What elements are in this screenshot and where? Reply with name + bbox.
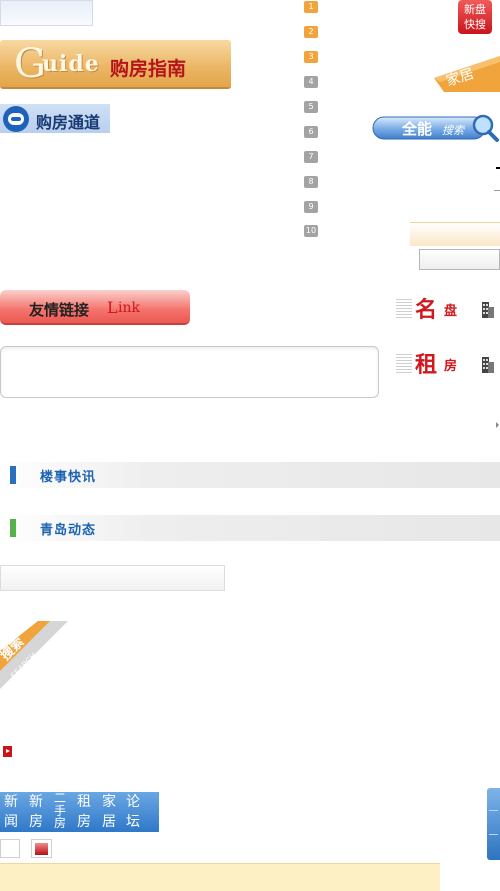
rank-badge: 6 bbox=[304, 126, 318, 138]
guide-word: uide bbox=[42, 51, 100, 77]
rank-badge: 4 bbox=[304, 76, 318, 88]
guide-big-letter: G bbox=[14, 41, 46, 87]
rank-badge: 2 bbox=[304, 26, 318, 38]
right-marker bbox=[496, 167, 500, 169]
dots-decoration bbox=[396, 353, 412, 373]
building-icon bbox=[482, 357, 494, 373]
link-word: ink bbox=[118, 300, 140, 316]
all-search-sub-label: 搜索 bbox=[442, 124, 466, 137]
section-property-news: 楼事快讯 bbox=[0, 462, 500, 488]
bottom-nav: 新 闻 新 房 二 手 房 租 房 家 居 论 坛 bbox=[0, 791, 159, 832]
buy-channel-header: 购房通道 bbox=[0, 104, 110, 133]
side-tab-strip[interactable] bbox=[487, 788, 500, 860]
guide-title: 购房指南 bbox=[110, 58, 187, 80]
footer-bar bbox=[0, 863, 440, 891]
home-furnishing-tag[interactable]: 家居 bbox=[434, 56, 500, 92]
nav-forum[interactable]: 论 坛 bbox=[126, 794, 140, 830]
friend-links-title: 友情链接 bbox=[29, 301, 90, 319]
all-search-button[interactable]: 全能 搜索 bbox=[372, 113, 500, 143]
friend-links-banner: 友情链接 L ink bbox=[0, 290, 190, 325]
rank-badge: 1 bbox=[304, 1, 318, 13]
all-search-main-label: 全能 bbox=[401, 120, 432, 138]
checkbox[interactable] bbox=[0, 839, 20, 858]
nav-home[interactable]: 家 居 bbox=[102, 794, 116, 830]
nav-news[interactable]: 新 闻 bbox=[4, 794, 18, 830]
rank-badge: 5 bbox=[304, 101, 318, 113]
nav-new-homes[interactable]: 新 房 bbox=[29, 794, 43, 830]
magnifier-icon bbox=[472, 114, 494, 136]
nav-rental[interactable]: 租 房 bbox=[77, 794, 91, 830]
buy-channel-title: 购房通道 bbox=[36, 113, 101, 132]
section-title[interactable]: 楼事快讯 bbox=[40, 470, 97, 485]
rank-badge: 3 bbox=[304, 51, 318, 63]
rank-badge: 7 bbox=[304, 151, 318, 163]
guide-banner[interactable]: G uide 购房指南 bbox=[0, 40, 231, 89]
rank-badge: 8 bbox=[304, 176, 318, 188]
section-qingdao-updates: 青岛动态 bbox=[0, 515, 500, 541]
caret-right-icon[interactable] bbox=[496, 422, 499, 428]
right-search-input[interactable] bbox=[419, 249, 500, 270]
famous-estates-small-char: 盘 bbox=[444, 304, 458, 319]
rank-badge: 9 bbox=[304, 201, 318, 213]
rank-badge: 10 bbox=[304, 225, 318, 237]
mascot-icon bbox=[3, 106, 29, 132]
link-big-letter: L bbox=[107, 298, 118, 317]
building-icon bbox=[482, 302, 494, 318]
friend-links-box bbox=[0, 346, 379, 398]
section-marker bbox=[10, 466, 16, 484]
right-panel-header bbox=[410, 222, 500, 246]
rental-big-char: 租 bbox=[415, 353, 438, 378]
rental-link[interactable]: 租 房 bbox=[396, 347, 500, 378]
top-left-tab[interactable] bbox=[0, 0, 93, 26]
rental-small-char: 房 bbox=[444, 359, 458, 374]
color-swatch-button[interactable] bbox=[31, 839, 52, 858]
famous-estates-link[interactable]: 名 盘 bbox=[396, 292, 500, 323]
nav-second-hand[interactable]: 二 手 房 bbox=[53, 791, 66, 830]
section-marker bbox=[10, 519, 16, 537]
search-corner-badge[interactable]: 搜索 SEARCH bbox=[0, 621, 68, 689]
new-house-label: 新盘 bbox=[464, 3, 486, 16]
empty-panel-header bbox=[0, 565, 225, 591]
quick-search-label: 快搜 bbox=[464, 18, 486, 31]
play-arrow-icon[interactable] bbox=[3, 746, 12, 757]
right-divider bbox=[494, 190, 500, 191]
famous-estates-big-char: 名 bbox=[415, 298, 438, 323]
section-title[interactable]: 青岛动态 bbox=[40, 523, 97, 538]
new-house-quick-search-button[interactable]: 新盘 快搜 bbox=[458, 0, 492, 34]
dots-decoration bbox=[396, 298, 412, 318]
